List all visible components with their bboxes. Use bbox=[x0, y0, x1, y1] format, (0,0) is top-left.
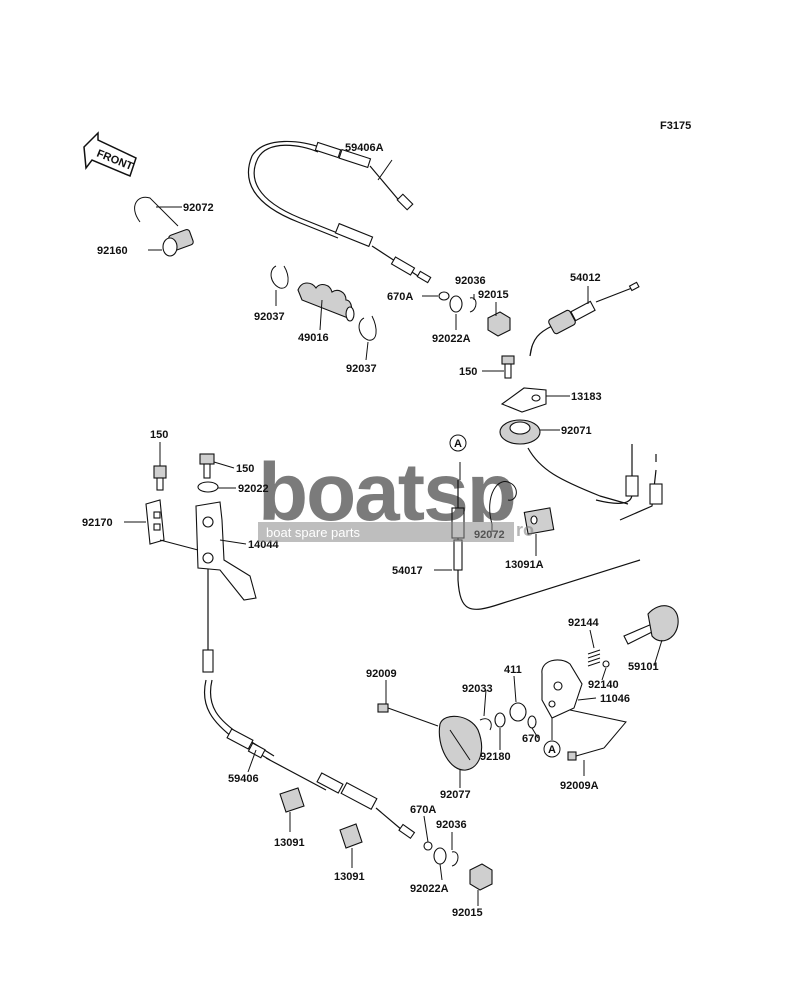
label-49016: 49016 bbox=[298, 332, 329, 344]
label-92022a-b: 92022A bbox=[410, 883, 449, 895]
label-59406: 59406 bbox=[228, 773, 259, 785]
part-92037-clip bbox=[270, 265, 377, 341]
part-13091-block-2 bbox=[339, 823, 363, 849]
label-92037-b: 92037 bbox=[346, 363, 377, 375]
svg-text:A: A bbox=[548, 744, 556, 756]
part-670a-oring bbox=[438, 291, 450, 301]
label-92033: 92033 bbox=[462, 683, 493, 695]
cable-54012 bbox=[529, 281, 640, 357]
label-92022: 92022 bbox=[238, 483, 269, 495]
part-92160-sleeve bbox=[162, 229, 194, 257]
part-150-bolt-mid bbox=[199, 453, 215, 479]
label-92015-b: 92015 bbox=[452, 907, 483, 919]
front-arrow-icon: FRONT bbox=[83, 131, 137, 178]
label-150-a: 150 bbox=[459, 366, 477, 378]
part-49016-boot bbox=[297, 282, 355, 322]
label-92036-b: 92036 bbox=[436, 819, 467, 831]
label-92180: 92180 bbox=[480, 751, 511, 763]
part-92077-knob bbox=[438, 715, 483, 771]
part-150-bolt-left bbox=[153, 465, 167, 491]
part-92015-nut bbox=[487, 311, 511, 337]
label-13091-b: 13091 bbox=[334, 871, 365, 883]
part-13091a-block bbox=[523, 507, 555, 535]
cable-59406 bbox=[202, 560, 416, 840]
label-92022a: 92022A bbox=[432, 333, 471, 345]
watermark-suffix: ro bbox=[516, 520, 534, 540]
part-411-washer bbox=[509, 702, 527, 722]
label-92077: 92077 bbox=[440, 789, 471, 801]
label-92009: 92009 bbox=[366, 668, 397, 680]
part-670-oring bbox=[527, 715, 537, 729]
label-150-b: 150 bbox=[150, 429, 168, 441]
part-11046-plate bbox=[541, 659, 583, 719]
label-411: 411 bbox=[504, 664, 522, 676]
label-92037-a: 92037 bbox=[254, 311, 285, 323]
label-92009a: 92009A bbox=[560, 780, 599, 792]
part-92144-spring bbox=[587, 649, 601, 667]
cables-right bbox=[527, 444, 663, 521]
label-92072: 92072 bbox=[183, 202, 214, 214]
part-92022a-washer bbox=[449, 295, 463, 313]
label-59406a: 59406A bbox=[345, 142, 384, 154]
part-92140-ball bbox=[602, 660, 610, 668]
part-92022-washer bbox=[197, 481, 219, 493]
label-150-c: 150 bbox=[236, 463, 254, 475]
part-13183-plate bbox=[500, 387, 547, 413]
label-92071: 92071 bbox=[561, 425, 592, 437]
part-92072-clip bbox=[134, 196, 179, 227]
label-92015: 92015 bbox=[478, 289, 509, 301]
part-92009a-screw bbox=[567, 747, 605, 761]
label-13183: 13183 bbox=[571, 391, 602, 403]
part-92170-clamp bbox=[145, 499, 165, 545]
label-92036: 92036 bbox=[455, 275, 486, 287]
label-54017: 54017 bbox=[392, 565, 423, 577]
part-92180-washer bbox=[494, 712, 506, 728]
label-92170: 92170 bbox=[82, 517, 113, 529]
cable-59406a bbox=[248, 140, 432, 284]
part-92036-spring-washer-lower bbox=[451, 851, 459, 867]
part-92072-clip-center bbox=[489, 481, 517, 525]
part-13091-block-1 bbox=[279, 787, 305, 813]
part-92071-grommet bbox=[499, 419, 541, 445]
part-92036-spring-washer bbox=[469, 297, 477, 313]
label-13091-a: 13091 bbox=[274, 837, 305, 849]
ref-marker-a-upper: A bbox=[449, 434, 467, 452]
part-150-bolt-upper bbox=[501, 355, 515, 379]
part-92015-nut-lower bbox=[469, 863, 493, 891]
label-11046: 11046 bbox=[600, 693, 630, 705]
label-670a: 670A bbox=[387, 291, 413, 303]
part-92009-bolt bbox=[377, 703, 439, 727]
label-54012: 54012 bbox=[570, 272, 601, 284]
label-670a-b: 670A bbox=[410, 804, 436, 816]
figure-code: F3175 bbox=[660, 120, 691, 132]
ref-marker-a-lower: A bbox=[543, 740, 561, 758]
label-92140: 92140 bbox=[588, 679, 619, 691]
watermark-tagline: boat spare parts bbox=[266, 525, 360, 540]
label-13091a: 13091A bbox=[505, 559, 544, 571]
label-59101: 59101 bbox=[628, 661, 659, 673]
part-670a-oring-lower bbox=[423, 841, 433, 851]
part-14044-bracket bbox=[195, 501, 257, 601]
part-92022a-washer-lower bbox=[433, 847, 447, 865]
leader-lines bbox=[124, 159, 663, 906]
svg-text:A: A bbox=[454, 438, 462, 450]
part-59101-shaft bbox=[623, 605, 679, 645]
label-92160: 92160 bbox=[97, 245, 128, 257]
watermark-logo: boatsp boat spare parts ro bbox=[258, 447, 534, 542]
label-670: 670 bbox=[522, 733, 540, 745]
part-92033-circlip bbox=[479, 718, 492, 731]
label-92144: 92144 bbox=[568, 617, 599, 629]
